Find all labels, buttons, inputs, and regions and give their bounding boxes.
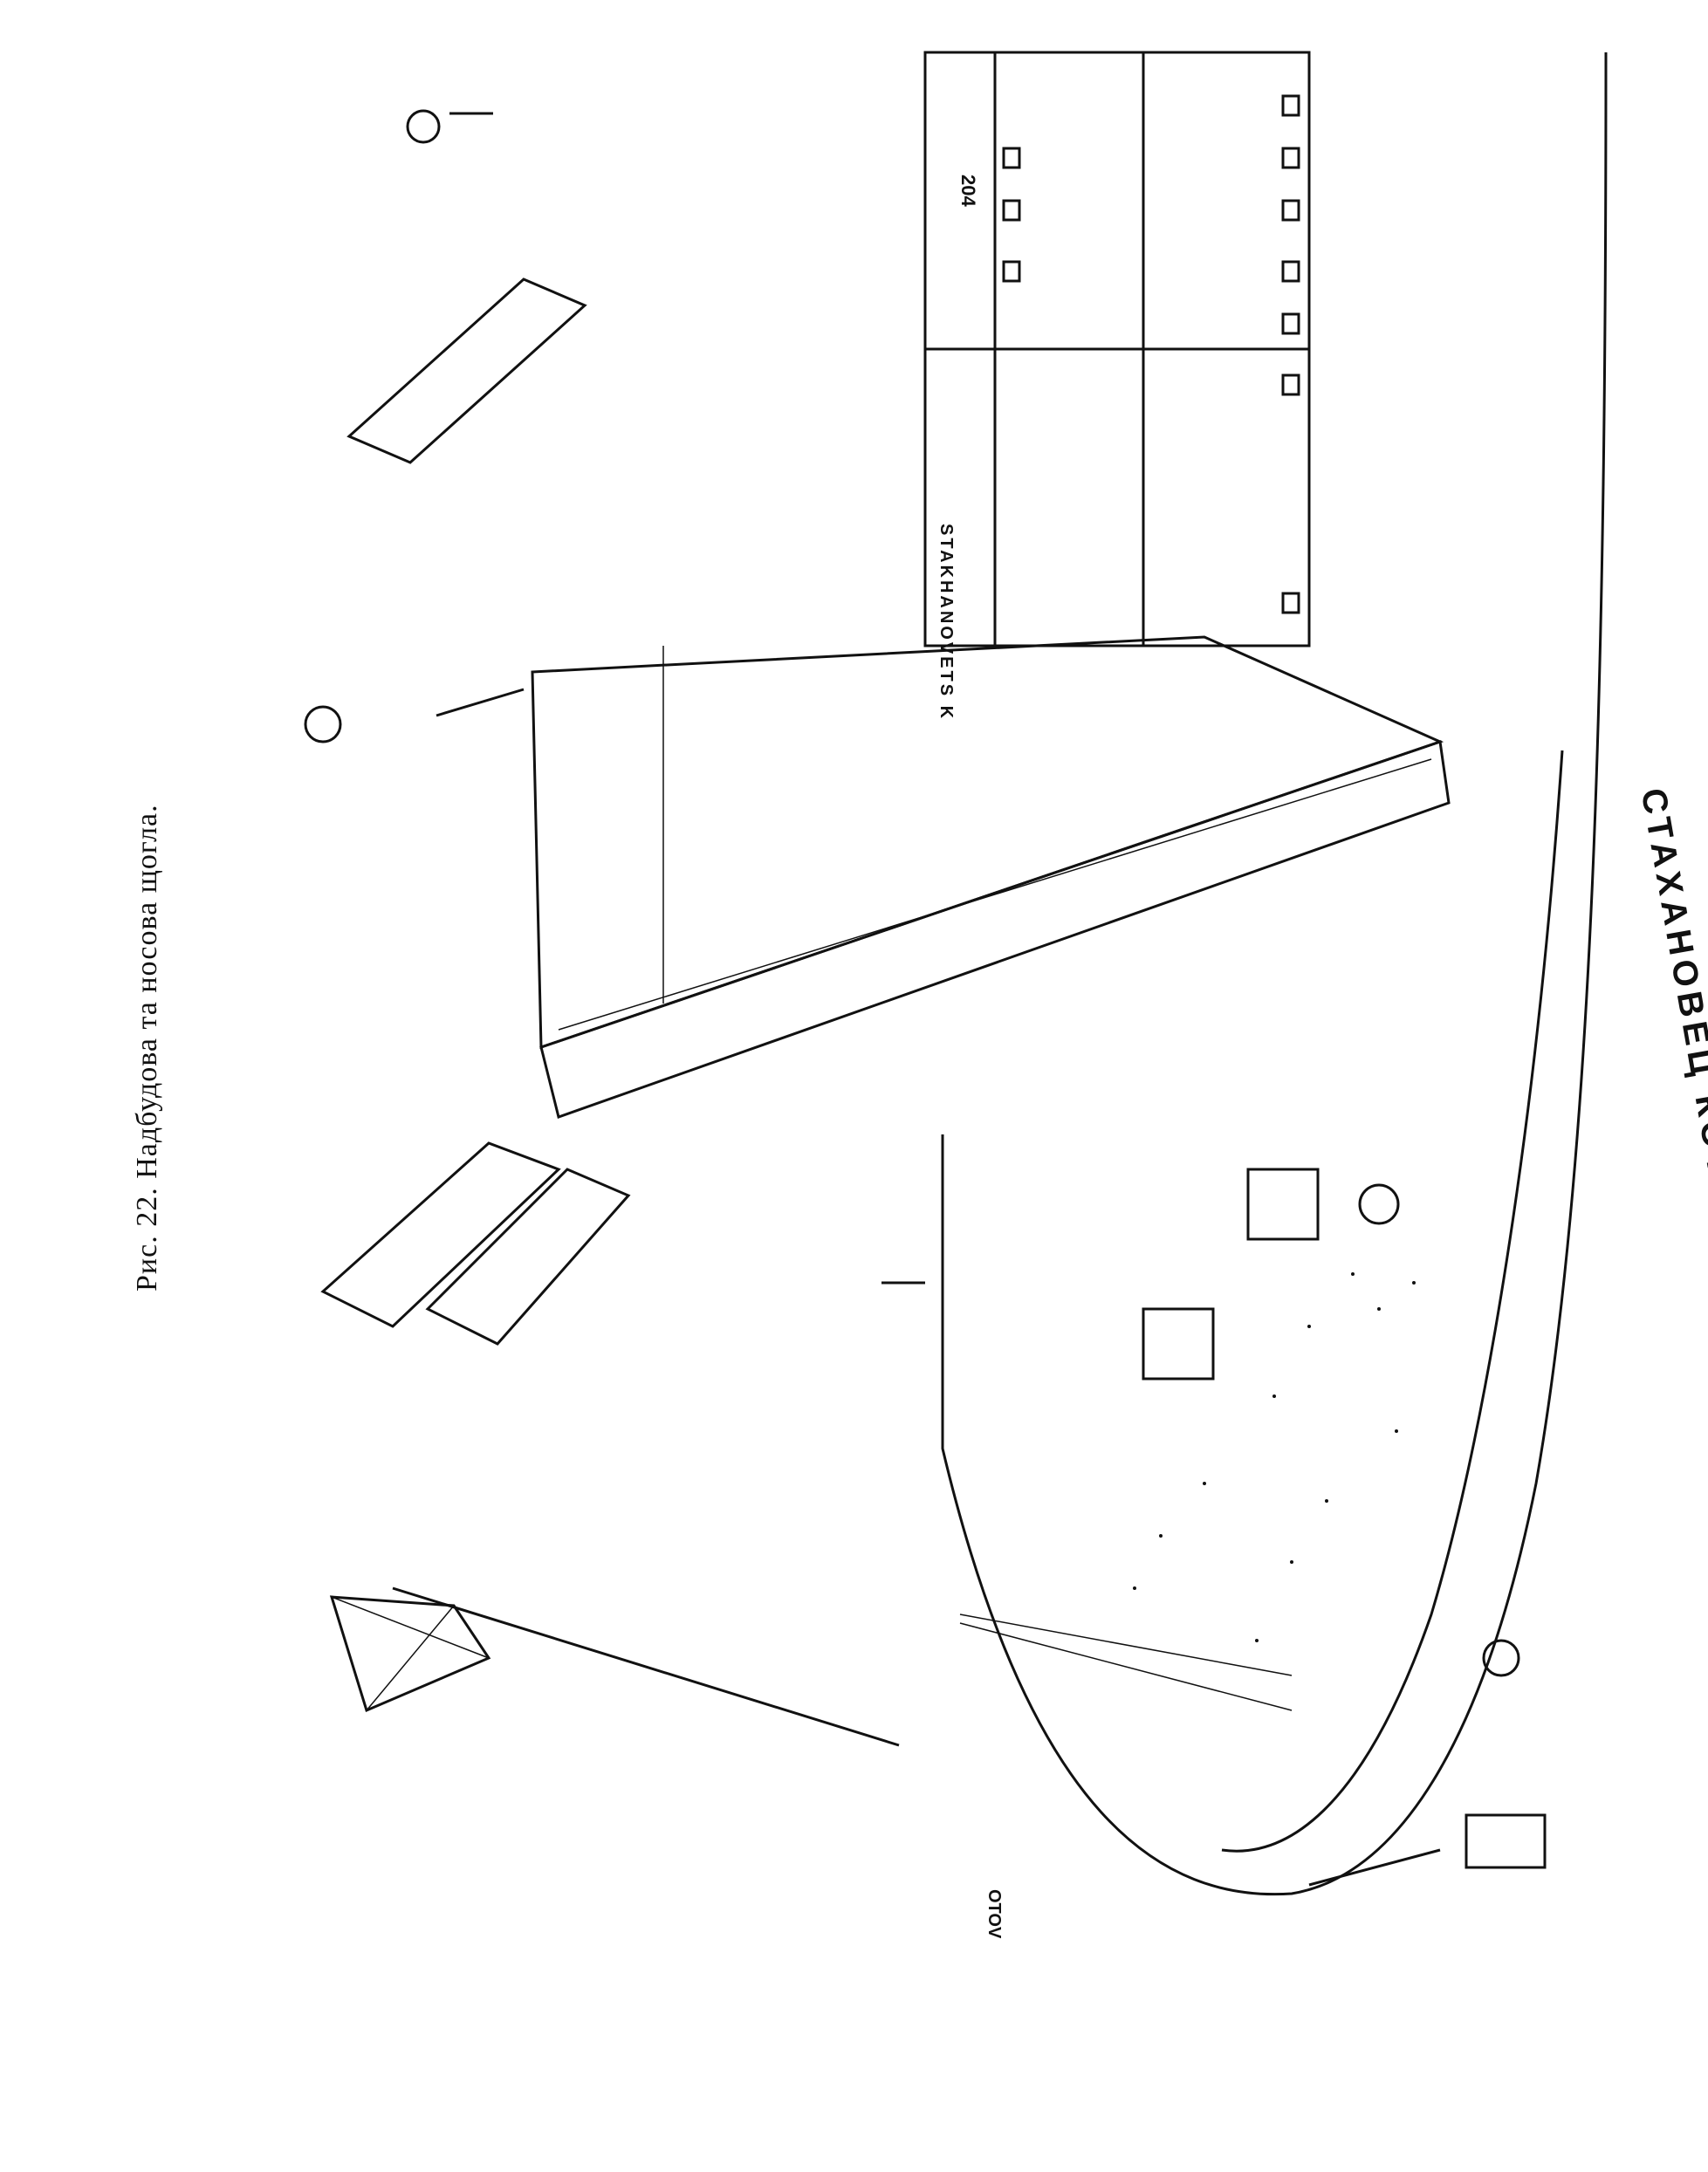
lifeboats <box>320 277 631 1346</box>
forecastle-deck <box>539 739 1451 1119</box>
windlass <box>1142 1168 1400 1381</box>
hull-inner-line <box>1221 750 1564 1853</box>
hull-outline <box>941 51 1608 1896</box>
deck-stipple <box>1133 1272 1416 1642</box>
hull-name-latin: STAKHANOVETS K <box>936 524 956 722</box>
hull-number: 204 <box>957 175 979 207</box>
portholes <box>1002 94 1300 614</box>
foremast <box>392 1586 900 1747</box>
detail-icons <box>304 109 1547 1869</box>
detail-arrows <box>436 112 1441 1887</box>
main-deck-plate <box>531 635 1444 1050</box>
mast-crow-frame <box>329 1595 491 1713</box>
stern-name-fragment: OTOV <box>984 1889 1004 1939</box>
